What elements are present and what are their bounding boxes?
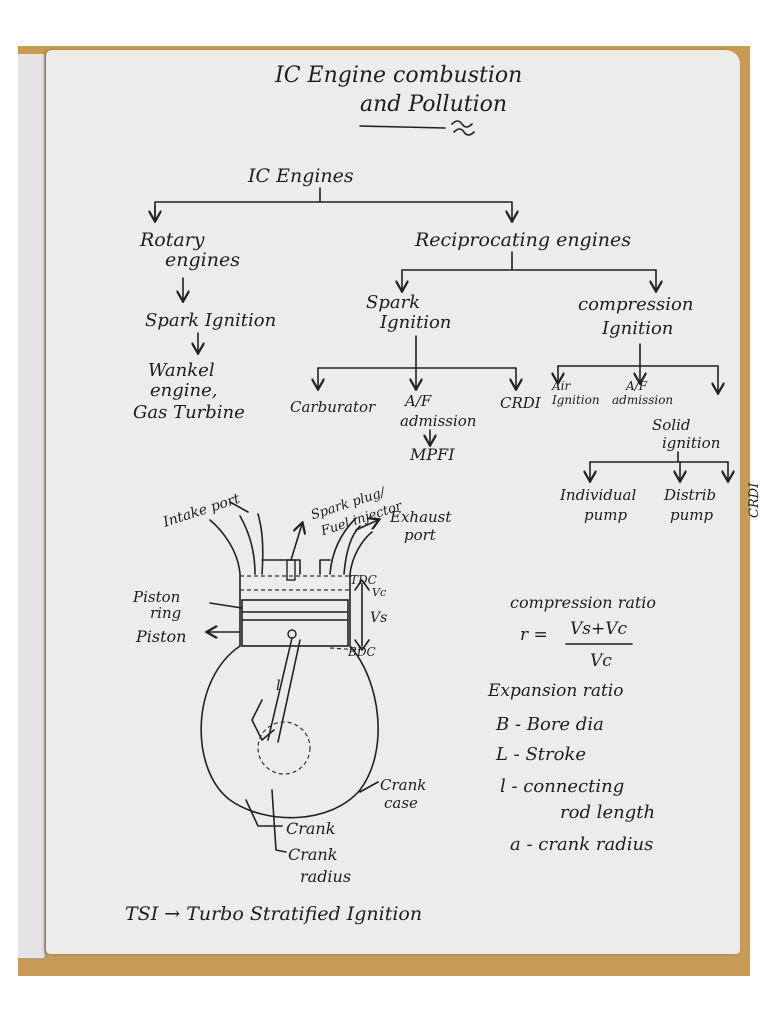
rotary-label-1: Rotary xyxy=(139,229,205,251)
left-notebook-page xyxy=(18,54,45,958)
bdc-label: BDC xyxy=(347,645,376,659)
compression-label-2: Ignition xyxy=(601,318,673,339)
root-branch xyxy=(154,187,512,220)
crank-case-leader xyxy=(359,781,379,793)
air-ignition-2: Ignition xyxy=(551,393,600,407)
title-line-2: and Pollution xyxy=(360,92,507,117)
comp-crdi: CRDI xyxy=(747,482,762,518)
crank-radius-label-2: radius xyxy=(300,867,351,886)
solid-ignition-2: ignition xyxy=(662,434,720,452)
compression-branch xyxy=(557,343,719,367)
recip-branch xyxy=(401,251,657,271)
vs-label: Vs xyxy=(370,610,387,626)
individual-pump-1: Individual xyxy=(559,486,636,504)
distrib-pump-2: pump xyxy=(670,506,713,524)
intake-leader xyxy=(229,501,249,513)
conrod-l-label: l xyxy=(276,678,280,694)
connecting-rod xyxy=(267,637,301,743)
bdc-line xyxy=(329,647,361,651)
air-ignition-1: Air xyxy=(551,379,572,393)
conrod-note-2: rod length xyxy=(560,802,655,823)
crank-case-label-2: case xyxy=(384,794,418,812)
classification-tree: IC Engines Rotary engines Spark Ignition… xyxy=(133,165,762,524)
exhaust-label-2: port xyxy=(404,526,437,544)
compression-label-1: compression xyxy=(578,294,693,315)
formula-numerator: Vs+Vc xyxy=(570,619,628,639)
crank-case-outline xyxy=(200,645,379,819)
cylinder-walls xyxy=(239,573,351,647)
piston-ring-lines xyxy=(241,611,349,621)
comp-af-2: admission xyxy=(612,393,673,407)
piston-ring-leader xyxy=(209,602,243,609)
distrib-pump-1: Distrib xyxy=(663,486,716,504)
formula-denominator: Vc xyxy=(590,651,612,671)
crank-zigzag xyxy=(251,699,275,741)
spark-label-2: Ignition xyxy=(379,312,451,333)
compression-ratio-heading: compression ratio xyxy=(510,593,656,612)
bore-note: B - Bore dia xyxy=(495,714,604,735)
spark-af-1: A/F xyxy=(403,392,432,410)
tree-root: IC Engines xyxy=(247,165,354,187)
piston-ring-label-2: ring xyxy=(150,604,181,622)
crank-label: Crank xyxy=(286,819,335,838)
title: IC Engine combustion and Pollution xyxy=(274,63,522,136)
title-flourish xyxy=(451,120,475,136)
vc-label: Vc xyxy=(372,586,386,599)
spark-af-2: admission xyxy=(400,412,476,430)
mpfi: MPFI xyxy=(409,445,455,464)
spark-label-1: Spark xyxy=(366,292,420,313)
spark-branch xyxy=(317,335,517,369)
crank-circle xyxy=(257,721,311,775)
intake-port-lines xyxy=(209,513,264,575)
piston-label: Piston xyxy=(135,627,186,646)
title-line-1: IC Engine combustion xyxy=(274,63,522,88)
piston-body xyxy=(241,599,349,647)
crank-leader xyxy=(245,799,283,827)
solid-branch xyxy=(589,451,729,463)
photo-background xyxy=(18,46,750,976)
rotary-example-2: engine, xyxy=(150,380,218,401)
crank-radius-label-1: Crank xyxy=(288,845,337,864)
solid-ignition-1: Solid xyxy=(652,416,691,434)
reciprocating-label: Reciprocating engines xyxy=(414,229,631,251)
formula-lhs: r = xyxy=(520,625,548,645)
crank-case-label-1: Crank xyxy=(380,776,426,794)
individual-pump-2: pump xyxy=(584,506,627,524)
exhaust-label-1: Exhaust xyxy=(389,508,452,526)
spark-crdi: CRDI xyxy=(500,394,542,412)
engine-diagram: Intake port Spark plug/ Fuel injector Ex… xyxy=(132,485,452,886)
intake-port-label: Intake port xyxy=(160,491,242,531)
rotary-example-1: Wankel xyxy=(148,360,215,381)
carburator: Carburator xyxy=(290,398,376,416)
expansion-ratio: Expansion ratio xyxy=(487,681,623,701)
conrod-note-1: l - connecting xyxy=(500,776,624,797)
crank-radius-leader xyxy=(271,789,287,853)
rotary-example-3: Gas Turbine xyxy=(133,402,245,423)
notes: compression ratio r = Vs+Vc Vc Expansion… xyxy=(487,593,656,855)
comp-af-1: A/F xyxy=(625,379,648,393)
rotary-label-2: engines xyxy=(165,249,240,271)
stroke-note: L - Stroke xyxy=(495,744,586,765)
footer-note: TSI → Turbo Stratified Ignition xyxy=(125,903,422,925)
cylinder-head xyxy=(261,559,331,575)
crank-radius-note: a - crank radius xyxy=(510,834,653,855)
piston-ring-label-1: Piston xyxy=(132,588,180,606)
rotary-spark: Spark Ignition xyxy=(145,310,276,331)
spark-plug xyxy=(286,559,296,581)
notebook-page xyxy=(46,50,740,954)
exhaust-leader xyxy=(355,520,378,531)
title-underline xyxy=(359,125,446,129)
tdc-label: TDC xyxy=(350,573,377,587)
gudgeon-pin xyxy=(287,629,297,639)
